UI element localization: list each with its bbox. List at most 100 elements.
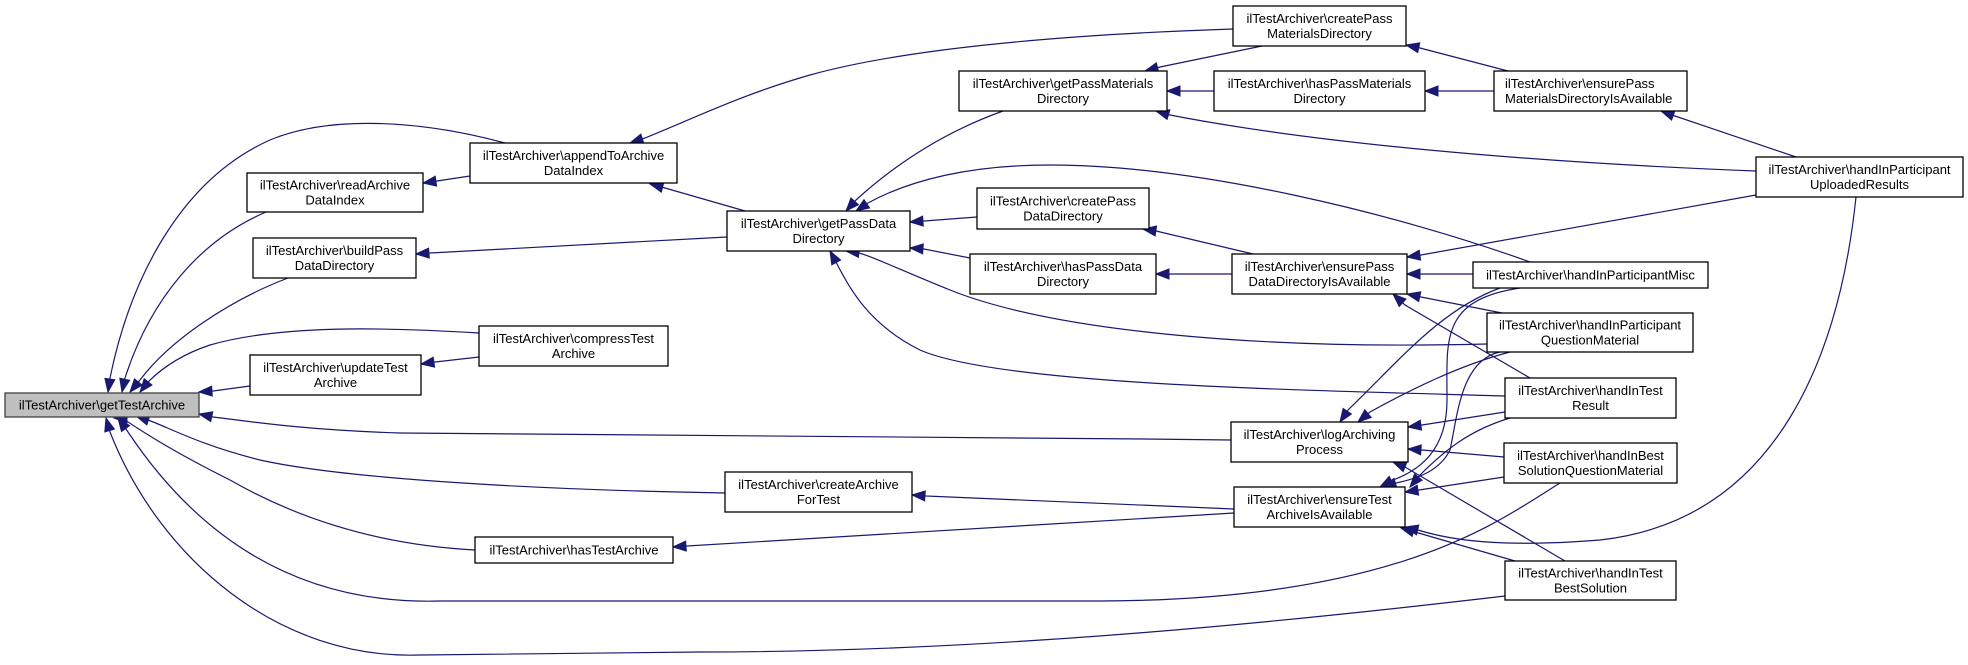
edge-readArchiveDataIndex-to-getTestArchive (119, 211, 267, 394)
node-label: UploadedResults (1810, 177, 1910, 192)
node-box[interactable] (1503, 442, 1678, 484)
edge-handInBestSolutionQuestionMaterial-to-ensureTestArchiveIsAvailable (1403, 476, 1505, 496)
node-box[interactable] (249, 354, 422, 396)
edge-line (629, 28, 1234, 144)
node-box[interactable] (478, 325, 669, 367)
edge-logArchivingProcess-to-getTestArchive (197, 411, 1232, 441)
node-box[interactable] (958, 70, 1168, 112)
node-box[interactable] (1493, 70, 1688, 112)
node-box[interactable] (1486, 312, 1694, 353)
node-label: Directory (1293, 91, 1346, 106)
node-label: ArchiveIsAvailable (1267, 507, 1373, 522)
arrowhead-icon (854, 198, 871, 212)
arrowhead-icon (1405, 291, 1422, 303)
arrowhead-icon (908, 215, 924, 227)
node-label: ilTestArchiver\createArchive (738, 477, 898, 492)
node-ensureTestArchiveIsAvailable[interactable]: ilTestArchiver\ensureTestArchiveIsAvaila… (1233, 486, 1406, 528)
node-box[interactable] (1231, 253, 1408, 295)
node-label: ilTestArchiver\getPassData (741, 216, 897, 231)
node-box[interactable] (1213, 70, 1426, 112)
node-handInParticipantMisc[interactable]: ilTestArchiver\handInParticipantMisc (1472, 261, 1709, 289)
node-box[interactable] (252, 237, 417, 279)
arrowhead-icon (1391, 293, 1407, 308)
node-box[interactable] (969, 253, 1157, 295)
node-hasTestArchive[interactable]: ilTestArchiver\hasTestArchive (474, 536, 674, 564)
node-box[interactable] (724, 471, 913, 513)
node-label: DataIndex (544, 163, 604, 178)
arrowhead-icon (129, 377, 144, 394)
edge-line (1407, 448, 1505, 458)
node-getTestArchive[interactable]: ilTestArchiver\getTestArchive (4, 392, 200, 418)
edge-line (1406, 194, 1757, 258)
edge-ensurePassDataDirectoryIsAvailable-to-hasPassDataDirectory (1154, 268, 1232, 280)
node-box[interactable] (1755, 156, 1964, 198)
edge-handInParticipantUploadedResults-to-ensurePassMaterialsDirectoryIsAvailable (1659, 110, 1797, 158)
node-box[interactable] (976, 187, 1150, 230)
node-ensurePassDataDirectoryIsAvailable[interactable]: ilTestArchiver\ensurePassDataDirectoryIs… (1231, 253, 1408, 295)
edge-getPassMaterialsDirectory-to-getPassDataDirectory (845, 110, 1004, 213)
node-label: BestSolution (1554, 581, 1627, 596)
node-handInBestSolutionQuestionMaterial[interactable]: ilTestArchiver\handInBestSolutionQuestio… (1503, 442, 1678, 484)
edge-line (1155, 110, 1757, 172)
node-box[interactable] (1472, 261, 1709, 289)
node-ensurePassMaterialsDirectoryIsAvailable[interactable]: ilTestArchiver\ensurePassMaterialsDirect… (1493, 70, 1688, 112)
node-box[interactable] (1232, 5, 1407, 47)
node-box[interactable] (474, 536, 674, 564)
edge-line (1404, 196, 1857, 544)
edge-line (135, 415, 726, 494)
arrowhead-icon (628, 133, 645, 145)
arrowhead-icon (197, 385, 213, 397)
edge-handInTestBestSolution-to-logArchivingProcess (1391, 461, 1566, 562)
node-box[interactable] (1504, 560, 1677, 601)
node-label: ilTestArchiver\appendToArchive (483, 148, 664, 163)
node-box[interactable] (1230, 421, 1409, 463)
node-createPassMaterialsDirectory[interactable]: ilTestArchiver\createPassMaterialsDirect… (1232, 5, 1407, 47)
edge-line (139, 328, 480, 393)
node-handInParticipantUploadedResults[interactable]: ilTestArchiver\handInParticipantUploaded… (1755, 156, 1964, 198)
arrowhead-icon (1165, 85, 1181, 97)
edge-handInTestResult-to-ensurePassDataDirectoryIsAvailable (1391, 293, 1531, 379)
arrowhead-icon (139, 377, 153, 394)
edge-line (845, 110, 1004, 212)
edge-handInBestSolutionQuestionMaterial-to-logArchivingProcess (1406, 444, 1505, 458)
node-box[interactable] (246, 172, 424, 213)
node-box[interactable] (1504, 377, 1677, 419)
node-label: ilTestArchiver\handInTest (1518, 566, 1663, 581)
edge-handInParticipantMisc-to-ensurePassDataDirectoryIsAvailable (1405, 268, 1473, 280)
node-label: DataDirectory (1023, 209, 1103, 224)
arrowhead-icon (648, 181, 665, 194)
edge-handInBestSolutionQuestionMaterial-to-getTestArchive (117, 416, 1561, 602)
node-label: ilTestArchiver\createPass (1247, 11, 1393, 26)
arrowhead-icon (104, 416, 116, 433)
edge-line (415, 236, 728, 255)
node-box[interactable] (726, 210, 911, 252)
node-handInParticipantQuestionMaterial[interactable]: ilTestArchiver\handInParticipantQuestion… (1486, 312, 1694, 353)
node-box[interactable] (1233, 486, 1406, 528)
arrowhead-icon (845, 197, 860, 213)
arrowhead-icon (1423, 85, 1439, 97)
arrowhead-icon (414, 247, 430, 259)
node-label: SolutionQuestionMaterial (1518, 463, 1663, 478)
node-label: ilTestArchiver\handInParticipant (1768, 162, 1950, 177)
node-box[interactable] (4, 392, 200, 418)
edge-line (121, 211, 267, 393)
node-box[interactable] (469, 142, 678, 184)
node-label: ilTestArchiver\getTestArchive (19, 398, 185, 413)
arrowhead-icon (119, 377, 131, 394)
arrowhead-icon (671, 540, 687, 552)
